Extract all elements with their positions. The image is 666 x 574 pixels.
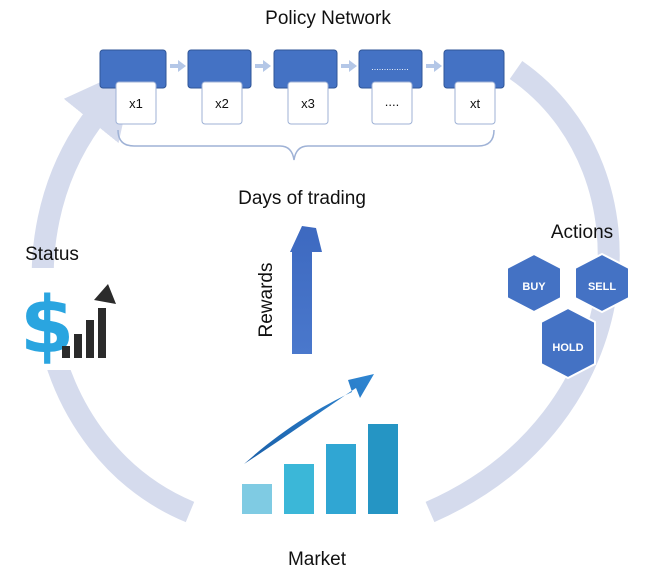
- step-dots: ...............: [371, 62, 409, 72]
- step-arrow: [255, 60, 271, 72]
- sequence-step: x3: [273, 49, 338, 125]
- growth-chart-icon: [242, 374, 398, 514]
- actions-label: Actions: [551, 222, 613, 243]
- sequence-step: ............... ....: [358, 49, 423, 125]
- policy-network-title: Policy Network: [265, 8, 391, 29]
- rising-bars-icon: [62, 284, 116, 358]
- market-growth-arrow: [244, 374, 374, 464]
- market-bar: [242, 484, 272, 514]
- step-label: xt: [470, 96, 481, 111]
- step-arrow: [341, 60, 357, 72]
- hex-hold-label: HOLD: [552, 342, 583, 354]
- step-label: x1: [129, 96, 143, 111]
- hex-sell: SELL: [574, 252, 630, 314]
- step-arrows: [170, 60, 442, 72]
- step-arrow: [426, 60, 442, 72]
- sequence-row: x1 x2 x3 ............... .... xt: [99, 49, 505, 125]
- sequence-step: x2: [187, 49, 252, 125]
- days-bracket: [117, 129, 495, 161]
- status-label: Status: [25, 244, 79, 265]
- actions-hexes: BUY SELL HOLD: [506, 252, 630, 380]
- step-label: ....: [385, 94, 399, 109]
- hex-buy-label: BUY: [522, 281, 546, 293]
- step-label: x2: [215, 96, 229, 111]
- market-bar: [368, 424, 398, 514]
- rewards-label: Rewards: [256, 263, 277, 338]
- hex-buy: BUY: [506, 252, 562, 314]
- market-bar: [326, 444, 356, 514]
- hex-sell-label: SELL: [588, 281, 616, 293]
- hex-hold: HOLD: [540, 306, 596, 380]
- step-label: x3: [301, 96, 315, 111]
- step-arrow: [170, 60, 186, 72]
- rewards-arrow: [290, 226, 322, 354]
- market-label: Market: [288, 549, 347, 570]
- status-icon-group: $: [12, 268, 120, 371]
- sequence-step: xt: [443, 49, 505, 125]
- market-bar: [284, 464, 314, 514]
- sequence-step: x1: [99, 49, 167, 125]
- days-of-trading-label: Days of trading: [238, 188, 366, 209]
